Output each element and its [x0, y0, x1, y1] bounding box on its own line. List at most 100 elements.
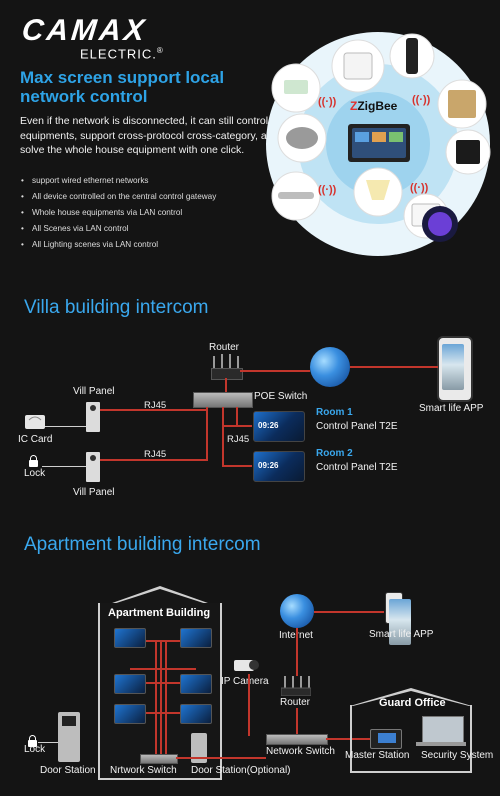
feature-item: Whole house equipments via LAN control [20, 205, 216, 221]
ic-card-label: IC Card [18, 434, 53, 445]
indoor-monitor-icon [114, 704, 146, 724]
wall-socket-icon [343, 52, 373, 80]
internet-label: Internet [279, 630, 313, 641]
vill-panel-label: Vill Panel [73, 386, 115, 397]
wire [42, 426, 86, 427]
control-panel-screen: 09:26 [253, 411, 305, 442]
rj45-label: RJ45 [144, 400, 167, 411]
door-station-optional-label: Door Station(Optional) [191, 765, 291, 776]
poe-switch-label: POE Switch [254, 391, 308, 402]
control-panel-screen: 09:26 [253, 451, 305, 482]
network-switch-icon [266, 734, 328, 745]
feature-item: All device controlled on the central con… [20, 189, 216, 205]
signal-icon: ((·)) [412, 94, 431, 106]
wire [222, 407, 224, 467]
brand-subtitle: ELECTRIC.® [80, 46, 164, 62]
rj45-label: RJ45 [144, 449, 167, 460]
wire [165, 640, 167, 756]
wire [206, 407, 208, 459]
poe-switch-icon [193, 392, 253, 408]
security-system-monitor-icon [422, 716, 464, 744]
lock-icon [28, 735, 37, 747]
smart-life-app-label: Smart life APP [369, 629, 434, 640]
indoor-monitor-icon [180, 674, 212, 694]
indoor-monitor-icon [180, 704, 212, 724]
wire [160, 640, 162, 756]
indoor-monitor-icon [114, 674, 146, 694]
internet-globe-icon [310, 347, 350, 387]
feature-list: support wired ethernet networks All devi… [20, 173, 216, 253]
wire [155, 640, 157, 756]
guard-office-label: Guard Office [379, 697, 446, 709]
wire [100, 409, 206, 411]
router-label: Router [209, 342, 240, 353]
wire [130, 668, 196, 670]
smart-speaker-icon [428, 212, 452, 236]
router-icon [281, 676, 311, 696]
smartphone-icon [437, 336, 473, 402]
room1-device-label: Control Panel T2E [316, 421, 398, 432]
master-station-label: Master Station [345, 750, 410, 761]
ip-camera-label: IP Camera [221, 676, 269, 687]
device-hub-graphic [266, 32, 491, 256]
ic-card-icon [25, 415, 45, 429]
zigbee-label: ZZigBee [350, 99, 398, 113]
ip-camera-icon [234, 660, 259, 671]
guard-office [350, 705, 472, 773]
rj45-label: RJ45 [227, 434, 250, 445]
touch-switch-gold-icon [448, 90, 476, 118]
wire [326, 738, 370, 740]
router-antenna-icon [213, 354, 239, 368]
smartphone-icon [385, 592, 411, 645]
door-station-label: Door Station [40, 765, 96, 776]
vill-panel-icon [86, 452, 100, 482]
router-icon [211, 368, 243, 380]
wire [130, 682, 196, 684]
network-switch-label: Network Switch [266, 746, 335, 757]
room2-label: Room 2 [316, 448, 353, 459]
wire [222, 465, 252, 467]
smart-lock-icon [406, 38, 418, 74]
room2-device-label: Control Panel T2E [316, 462, 398, 473]
wire [38, 742, 58, 743]
wire [296, 628, 298, 676]
security-system-label: Security System [421, 750, 494, 761]
wire [130, 712, 196, 714]
wire [296, 708, 298, 736]
wire [222, 425, 252, 427]
wire [42, 466, 86, 467]
vill-panel-label: Vill Panel [73, 487, 115, 498]
indoor-monitor-icon [114, 628, 146, 648]
wire [314, 611, 384, 613]
feature-item: All Lighting scenes via LAN control [20, 237, 216, 253]
signal-icon: ((·)) [410, 182, 429, 194]
feature-item: All Scenes via LAN control [20, 221, 216, 237]
wire [130, 640, 196, 642]
apartment-section-title: Apartment building intercom [24, 534, 261, 555]
router-label: Router [280, 697, 311, 708]
downlight-icon [286, 127, 318, 149]
smart-life-app-label: Smart life APP [419, 403, 484, 414]
wire [236, 407, 238, 425]
room1-label: Room 1 [316, 407, 353, 418]
wire [100, 459, 208, 461]
brand-logo: CAMAX [20, 14, 149, 47]
apartment-building-label: Apartment Building [108, 607, 211, 619]
hero-intro: Even if the network is disconnected, it … [20, 115, 286, 156]
nrtwork-switch-label: Nrtwork Switch [110, 765, 177, 776]
indoor-monitor-icon [180, 628, 212, 648]
wire [225, 378, 227, 392]
signal-icon: ((·)) [318, 96, 337, 108]
hero-headline: Max screen support local network control [20, 68, 225, 106]
wire [176, 757, 266, 759]
vill-panel-icon [86, 402, 100, 432]
feature-item: support wired ethernet networks [20, 173, 216, 189]
lock-label: Lock [24, 468, 46, 479]
network-switch-icon [140, 754, 178, 764]
wire [350, 366, 438, 368]
relay-module-icon [284, 80, 308, 94]
lock-icon [29, 455, 38, 467]
internet-globe-icon [280, 594, 314, 628]
wire [248, 674, 250, 736]
signal-icon: ((·)) [318, 184, 337, 196]
